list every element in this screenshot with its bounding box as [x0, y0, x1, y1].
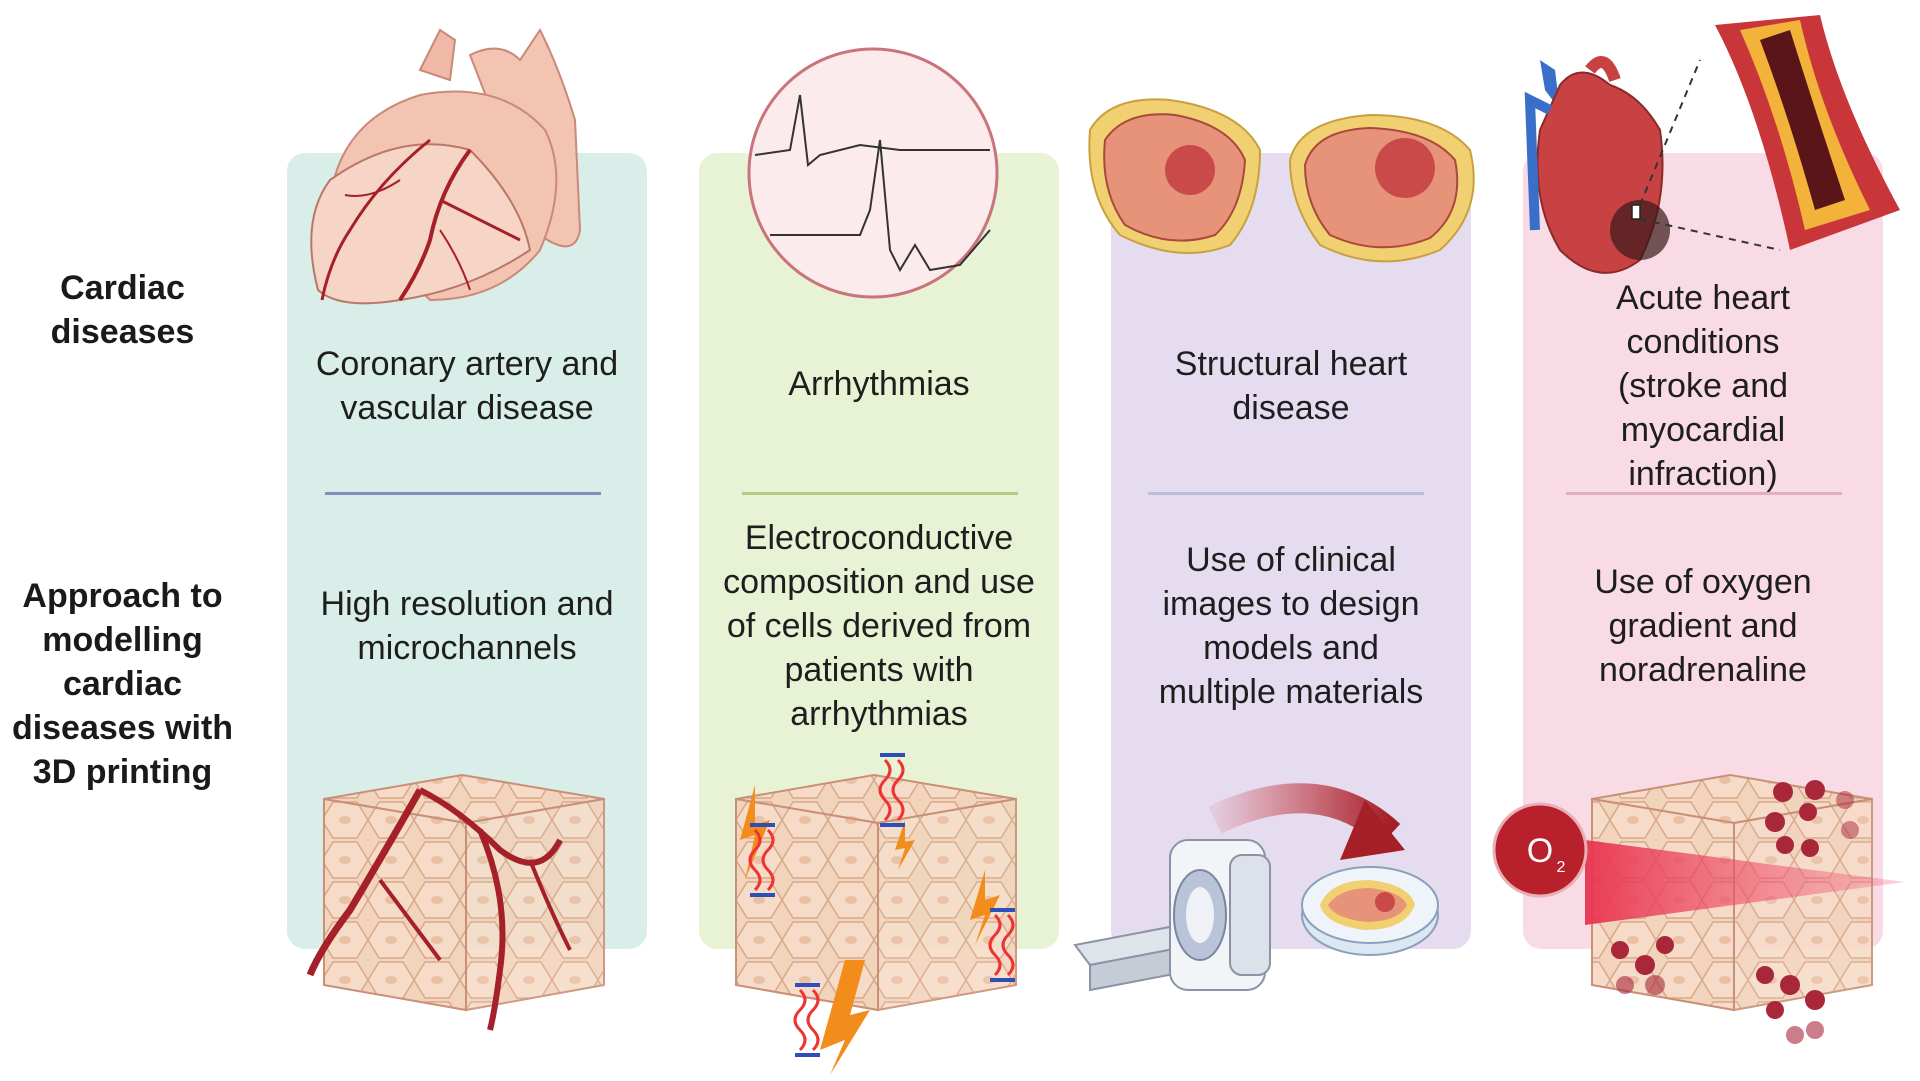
disease-title-coronary: Coronary artery and vascular disease	[315, 345, 619, 427]
approach-text-acute: Use of oxygen gradient and noradrenaline	[1594, 563, 1812, 689]
mri-scanner-icon	[1073, 839, 1271, 992]
row-label-diseases: Cardiac diseases	[50, 269, 195, 351]
disease-title-acute: Acute heart conditions (stroke and myoca…	[1616, 279, 1790, 493]
divider-arrhythmias	[742, 492, 1018, 495]
infarct-heart-icon	[1524, 15, 1900, 274]
ecg-circle-icon	[747, 47, 999, 299]
petri-dish-icon	[1301, 866, 1439, 956]
divider-structural	[1148, 492, 1424, 495]
tissue-cube-arrhythmias	[735, 753, 1017, 1075]
approach-text-structural: Use of clinical images to design models …	[1158, 541, 1424, 711]
heart-section-icon	[1088, 98, 1475, 263]
oxygen-label: O	[1527, 832, 1553, 870]
disease-title-arrhythmias: Arrhythmias	[788, 365, 970, 403]
heart-coronary-icon	[310, 28, 582, 305]
disease-title-structural: Structural heart disease	[1174, 345, 1408, 427]
divider-acute	[1566, 492, 1842, 495]
approach-text-arrhythmias: Electroconductive composition and use of…	[723, 519, 1035, 733]
panel-structural	[1111, 153, 1471, 949]
divider-coronary	[325, 492, 601, 495]
row-label-approach: Approach to modelling cardiac diseases w…	[11, 577, 234, 791]
tissue-cube-coronary	[306, 773, 605, 1031]
tissue-cube-acute	[1585, 773, 1905, 1044]
curved-arrow-icon	[1208, 783, 1405, 860]
approach-text-coronary: High resolution and microchannels	[320, 585, 614, 667]
oxygen-subscript: 2	[1557, 859, 1566, 876]
oxygen-molecule-icon: O 2	[1492, 802, 1588, 898]
